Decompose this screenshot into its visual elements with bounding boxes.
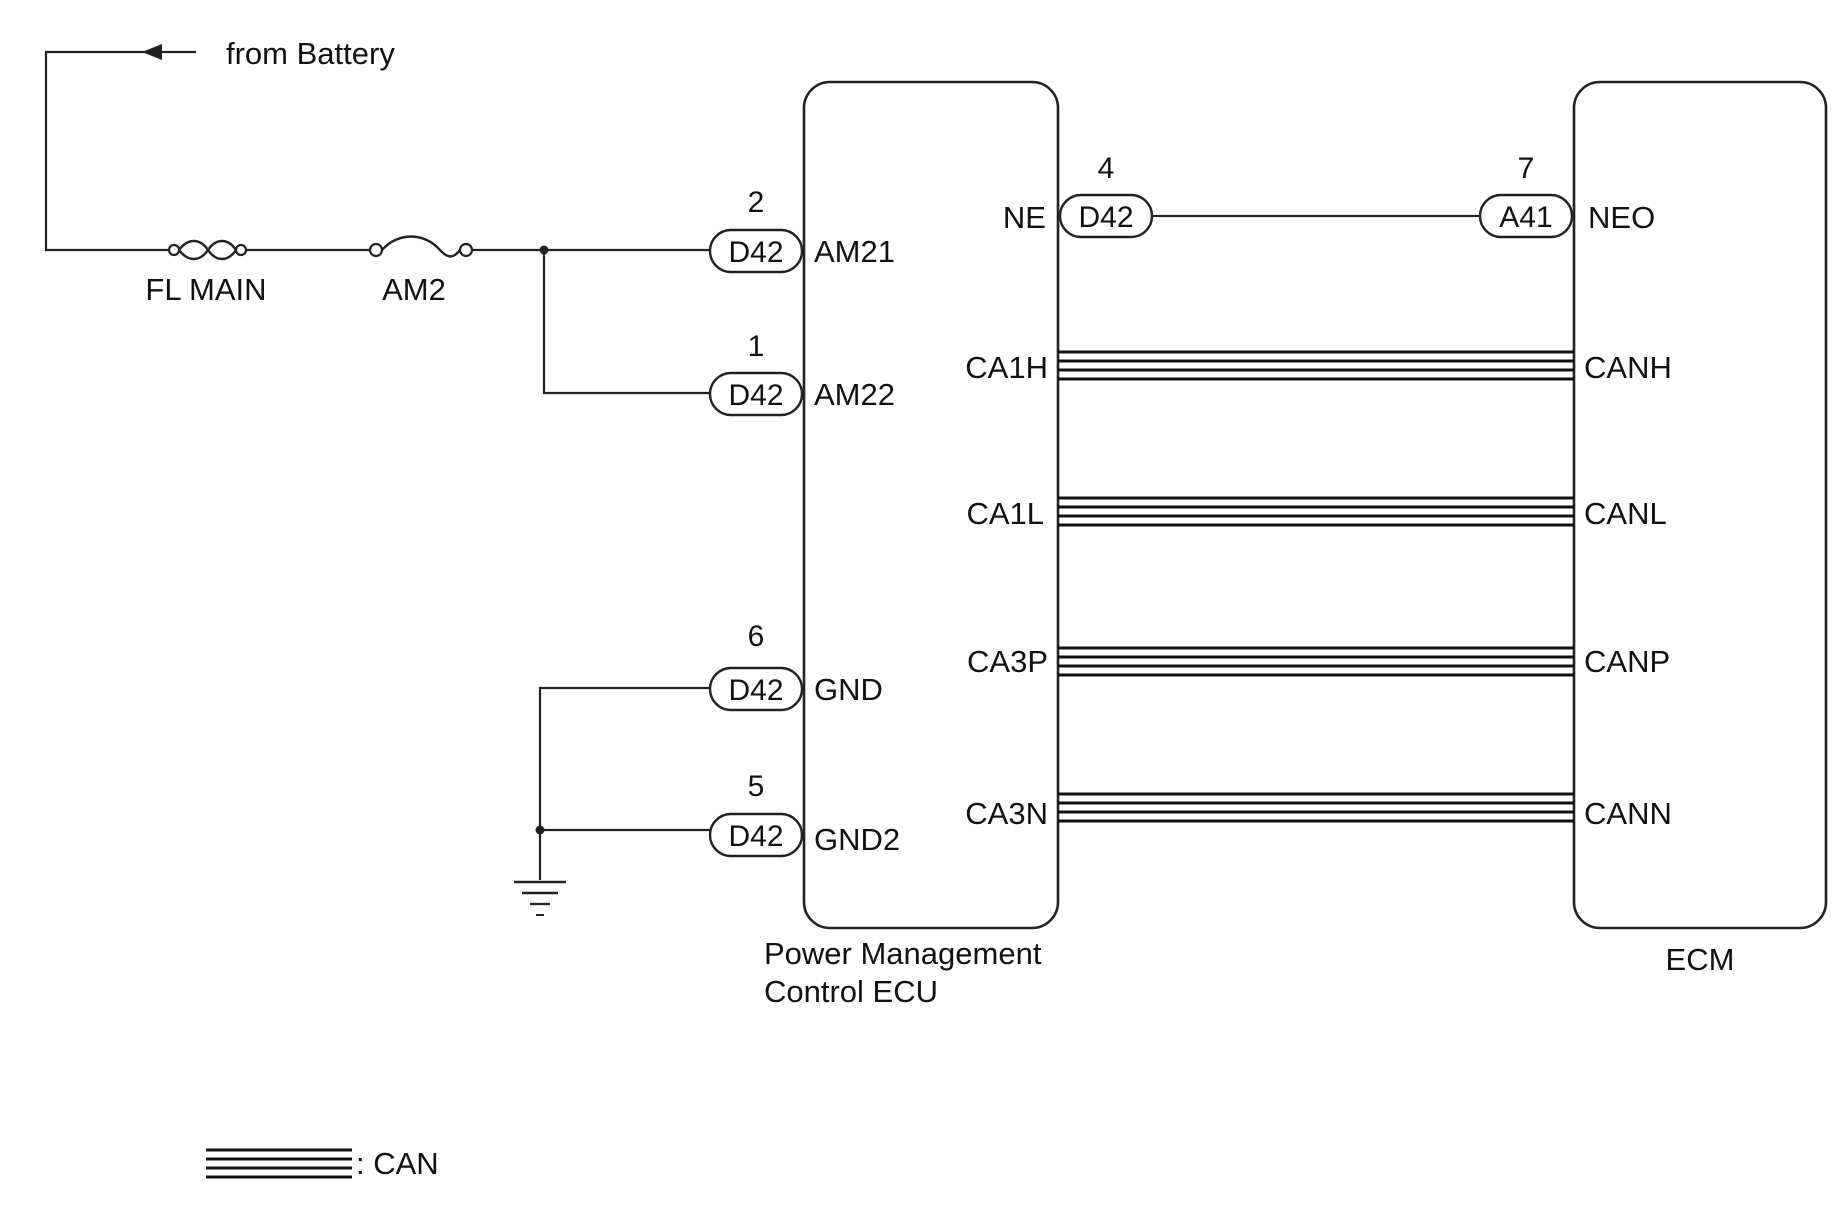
pmc-connector-code: D42	[1078, 201, 1133, 234]
ground-wires	[514, 686, 712, 916]
junction-dot	[539, 245, 549, 255]
pmc-pin-label: CA3N	[965, 796, 1048, 831]
can-bus-h: CA1H CANH	[965, 350, 1672, 385]
pin-gnd: 6 D42 GND	[708, 620, 883, 712]
pin-am22: 1 D42 AM22	[708, 330, 895, 417]
connector-shell	[1478, 193, 1574, 239]
can-bus-l: CA1L CANL	[966, 496, 1666, 531]
legend-label: : CAN	[356, 1146, 439, 1181]
ecm-pin-number: 7	[1518, 152, 1535, 185]
pin-number: 5	[748, 770, 765, 803]
fuse-label-fl-main: FL MAIN	[145, 272, 266, 307]
pin-gnd2: 5 D42 GND2	[708, 770, 900, 858]
legend-can: : CAN	[206, 1146, 439, 1181]
pmc-pin-label: CA3P	[967, 644, 1048, 679]
pin-label: GND	[814, 672, 883, 707]
ecm-label: ECM	[1666, 942, 1735, 977]
pin-number: 2	[748, 186, 765, 219]
arrow-left-icon	[142, 44, 162, 60]
battery-label: from Battery	[226, 36, 395, 71]
ground-icon	[514, 880, 566, 916]
pin-am21: 2 D42 AM21	[708, 186, 895, 274]
can-line-swatch-icon	[206, 1148, 352, 1179]
connector-code: D42	[728, 820, 783, 853]
can-bus-p: CA3P CANP	[967, 644, 1670, 679]
pmc-pin-number: 4	[1098, 152, 1115, 185]
connector-code: D42	[728, 379, 783, 412]
pin-number: 6	[748, 620, 765, 653]
fusible-link-fl-main: FL MAIN	[145, 239, 267, 307]
pin-label: AM22	[814, 377, 895, 412]
pmc-ecu-label-line1: Power Management	[764, 936, 1042, 971]
power-wires	[472, 245, 712, 395]
ecm-pin-label: CANP	[1584, 644, 1670, 679]
ecm-pin-label: CANL	[1584, 496, 1667, 531]
ecm-connector-code: A41	[1499, 201, 1552, 234]
ne-signal: NE 4 D42 7 A41 NEO	[1003, 152, 1655, 239]
junction-dot	[535, 825, 545, 835]
pin-label: AM21	[814, 234, 895, 269]
connector-shell	[708, 371, 804, 417]
connector-shell	[708, 666, 804, 712]
pmc-pin-label: CA1H	[965, 350, 1048, 385]
connector-shell	[708, 228, 804, 274]
connector-code: D42	[728, 674, 783, 707]
ecm-pin-label-neo: NEO	[1588, 200, 1655, 235]
ecm-pin-label: CANN	[1584, 796, 1672, 831]
pin-label: GND2	[814, 822, 900, 857]
pmc-pin-label: CA1L	[966, 496, 1044, 531]
ecm-pin-label: CANH	[1584, 350, 1672, 385]
battery-feed: from Battery	[44, 36, 395, 252]
pmc-ecu-label-line2: Control ECU	[764, 974, 938, 1009]
connector-shell	[1058, 193, 1154, 239]
connector-code: D42	[728, 236, 783, 269]
pmc-ecu-box	[802, 80, 1060, 930]
can-bus-n: CA3N CANN	[965, 792, 1672, 831]
fuse-label-am2: AM2	[382, 272, 446, 307]
connector-shell	[708, 812, 804, 858]
pin-number: 1	[748, 330, 765, 363]
pmc-pin-label-ne: NE	[1003, 200, 1046, 235]
fuse-am2: AM2	[368, 235, 474, 307]
ecm-box	[1572, 80, 1828, 930]
